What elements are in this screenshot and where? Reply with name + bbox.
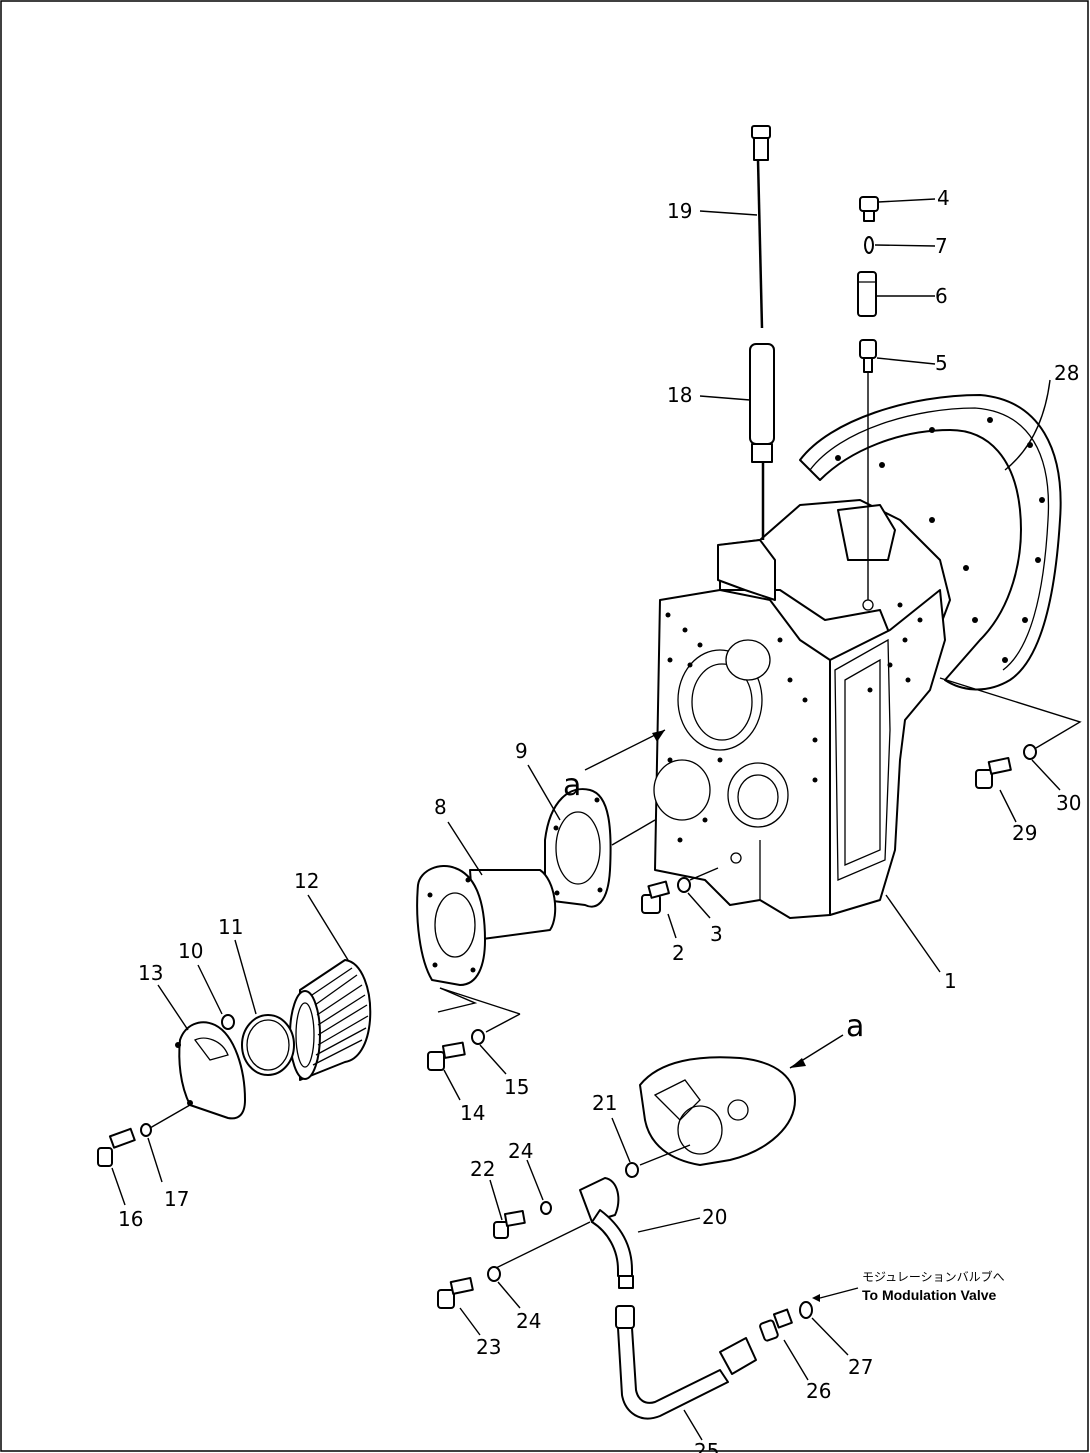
callout-24-lower: 24 — [516, 1309, 541, 1333]
callout-11: 11 — [218, 915, 243, 939]
callout-13: 13 — [138, 961, 163, 985]
callout-27: 27 — [848, 1355, 873, 1379]
bolt-14 — [427, 1041, 466, 1071]
callout-leaders — [111, 198, 1061, 1441]
washer-17 — [140, 1123, 152, 1137]
plug-2 — [641, 880, 670, 914]
transmission-case — [653, 394, 1062, 919]
callout-6: 6 — [935, 284, 948, 308]
hose-25 — [615, 1305, 757, 1420]
callout-28: 28 — [1054, 361, 1079, 385]
filter-housing-8 — [416, 865, 557, 986]
callout-14: 14 — [460, 1101, 485, 1125]
callout-19: 19 — [667, 199, 692, 223]
callout-17: 17 — [164, 1187, 189, 1211]
view-a-detail — [639, 1056, 796, 1166]
o-ring-3 — [677, 877, 691, 893]
callout-20: 20 — [702, 1205, 727, 1229]
callout-26: 26 — [806, 1379, 831, 1403]
callout-21: 21 — [592, 1091, 617, 1115]
callout-numbers: 1 2 3 4 5 6 7 8 9 10 11 12 13 14 15 16 1… — [118, 186, 1081, 1453]
filler-tube-18 — [749, 343, 775, 540]
note-en: To Modulation Valve — [862, 1287, 997, 1303]
fitting-26 — [759, 1308, 793, 1342]
callout-3: 3 — [710, 922, 723, 946]
svg-text:a: a — [846, 1009, 864, 1044]
elbow-pipe-20 — [579, 1177, 634, 1289]
callout-25: 25 — [694, 1439, 719, 1453]
washer-24-lower — [487, 1266, 501, 1282]
washer-30 — [1023, 744, 1037, 760]
callout-30: 30 — [1056, 791, 1081, 815]
washer-24-upper — [540, 1201, 552, 1215]
callout-24-upper: 24 — [508, 1139, 533, 1163]
callout-29: 29 — [1012, 821, 1037, 845]
callout-9: 9 — [515, 739, 528, 763]
bolt-16 — [97, 1127, 136, 1167]
callout-5: 5 — [935, 351, 948, 375]
o-ring-21 — [625, 1162, 639, 1178]
callout-23: 23 — [476, 1335, 501, 1359]
dipstick-19 — [751, 125, 771, 329]
washer-15 — [471, 1029, 485, 1045]
callout-4: 4 — [937, 186, 950, 210]
sleeve-6 — [857, 271, 877, 317]
callout-16: 16 — [118, 1207, 143, 1231]
bolt-22 — [493, 1209, 526, 1239]
callout-12: 12 — [294, 869, 319, 893]
view-marker-a-lower: a — [789, 1009, 864, 1069]
bolt-29 — [975, 756, 1012, 789]
callout-15: 15 — [504, 1075, 529, 1099]
gasket-28 — [799, 394, 1062, 691]
gasket-9 — [544, 788, 612, 908]
modulation-valve-note: モジュレーションバルブへ To Modulation Valve — [812, 1269, 1005, 1303]
callout-22: 22 — [470, 1157, 495, 1181]
bolt-23 — [437, 1276, 474, 1309]
callout-10: 10 — [178, 939, 203, 963]
fitting-5 — [859, 339, 877, 600]
fitting-4 — [859, 196, 879, 222]
o-ring-7 — [864, 236, 874, 254]
callout-1: 1 — [944, 969, 957, 993]
o-ring-11 — [241, 1014, 295, 1076]
o-ring-27 — [799, 1301, 813, 1319]
view-marker-a-upper: a — [563, 729, 666, 803]
note-jp: モジュレーションバルブへ — [862, 1269, 1005, 1284]
svg-text:a: a — [563, 768, 581, 803]
filter-element-12 — [289, 959, 372, 1081]
cover-13 — [175, 1021, 246, 1120]
callout-7: 7 — [935, 234, 948, 258]
callout-8: 8 — [434, 795, 447, 819]
o-ring-10 — [221, 1014, 235, 1030]
callout-18: 18 — [667, 383, 692, 407]
callout-2: 2 — [672, 941, 685, 965]
